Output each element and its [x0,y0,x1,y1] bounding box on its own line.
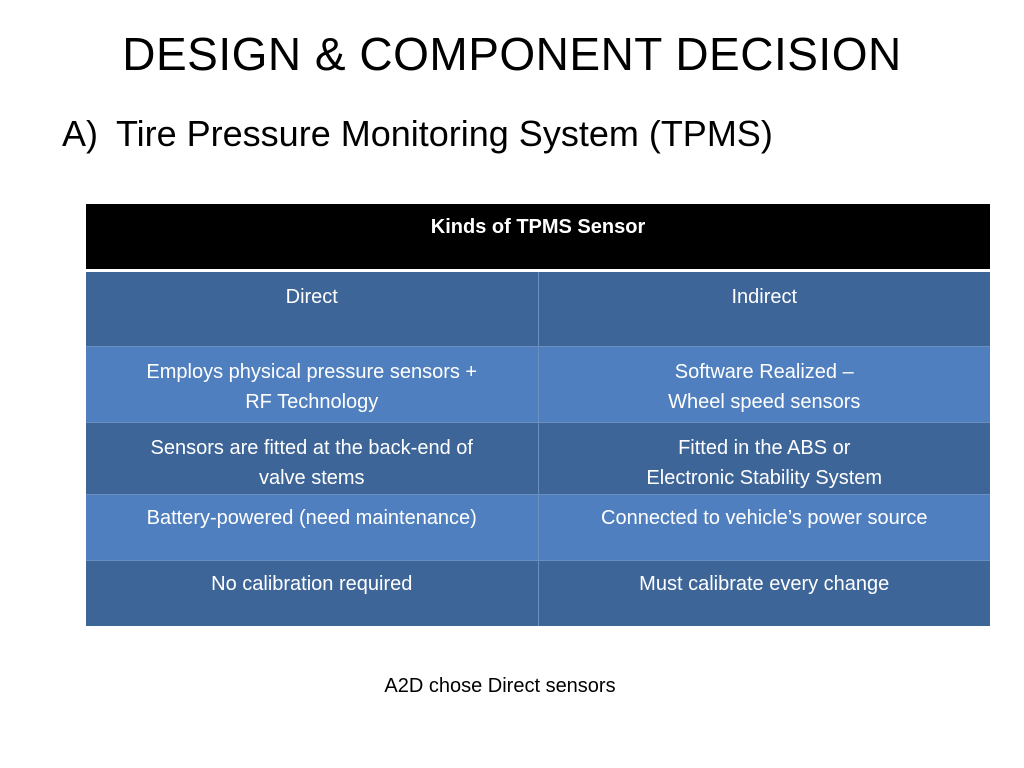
table-cell: Software Realized –Wheel speed sensors [538,345,990,422]
table-row: Direct Indirect [86,269,990,346]
table-cell: Connected to vehicle’s power source [538,493,990,560]
table-cell: No calibration required [86,559,539,626]
tpms-sensor-table: Kinds of TPMS Sensor Direct Indirect Emp… [86,204,990,626]
slide-subtitle: A) Tire Pressure Monitoring System (TPMS… [62,108,773,160]
slide-title: DESIGN & COMPONENT DECISION [122,28,902,80]
table-row: Employs physical pressure sensors +RF Te… [86,345,990,422]
table-row: Battery-powered (need maintenance) Conne… [86,493,990,560]
subtitle-marker: A) [62,113,98,154]
table-row: No calibration required Must calibrate e… [86,559,990,626]
footnote: A2D chose Direct sensors [384,675,616,697]
column-header-direct: Direct [86,269,539,346]
table-cell: Employs physical pressure sensors +RF Te… [86,345,539,422]
column-header-indirect: Indirect [538,269,990,346]
subtitle-text: Tire Pressure Monitoring System (TPMS) [116,113,773,154]
table-header: Kinds of TPMS Sensor [86,204,990,272]
table-cell: Must calibrate every change [538,559,990,626]
table-cell: Battery-powered (need maintenance) [86,493,539,560]
